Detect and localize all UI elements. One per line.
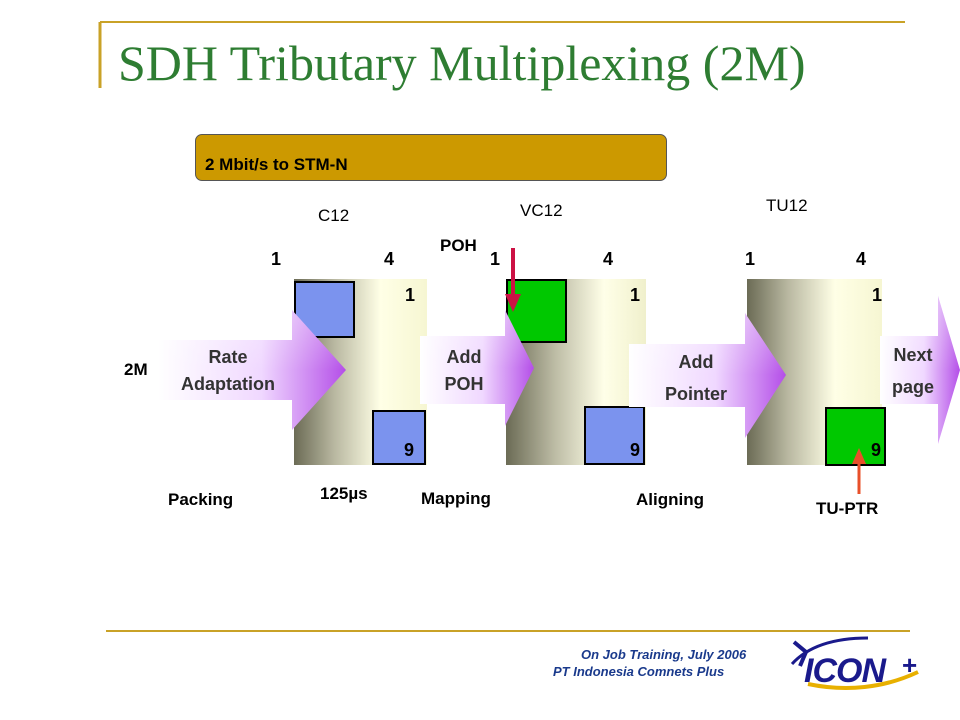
footer-line-2: PT Indonesia Comnets Plus xyxy=(553,664,725,679)
tu-ptr-pointer-arrow xyxy=(852,448,866,494)
tu12-row-9: 9 xyxy=(871,440,882,460)
tu12-col-1: 1 xyxy=(745,249,756,269)
add-poh-line-1: Add xyxy=(446,347,482,367)
c12-col-1: 1 xyxy=(271,249,282,269)
vc12-label: VC12 xyxy=(520,201,563,220)
rate-adaptation-arrow xyxy=(158,310,346,430)
rate-line-2: Adaptation xyxy=(181,374,275,394)
svg-text:ICON: ICON xyxy=(804,652,887,690)
mapping-label: Mapping xyxy=(421,489,491,508)
add-pointer-arrow xyxy=(629,313,786,438)
footer-line-1: On Job Training, July 2006 xyxy=(581,647,747,662)
next-page-text[interactable]: Next page xyxy=(878,339,948,403)
packing-label: Packing xyxy=(168,490,234,509)
banner: 2 Mbit/s to STM-N xyxy=(195,134,667,181)
c12-row-1: 1 xyxy=(405,285,416,305)
add-poh-line-2: POH xyxy=(444,374,484,394)
add-poh-text: Add POH xyxy=(424,344,504,398)
rate-adaptation-text: Rate Adaptation xyxy=(172,344,284,398)
tu-ptr-label: TU-PTR xyxy=(816,499,879,518)
vc12-col-1: 1 xyxy=(490,249,501,269)
vc12-row-9: 9 xyxy=(630,440,641,460)
add-pointer-text: Add Pointer xyxy=(640,346,752,410)
vc12-poh-block xyxy=(506,279,567,343)
c12-label: C12 xyxy=(318,206,350,225)
vc12-bottom-block xyxy=(584,406,645,465)
add-pointer-line-1: Add xyxy=(678,352,714,372)
vc12-col-4: 4 xyxy=(603,249,614,269)
poh-pointer-arrow xyxy=(505,248,521,312)
page-title: SDH Tributary Multiplexing (2M) xyxy=(118,35,806,91)
period-label: 125µs xyxy=(320,484,368,503)
next-page-arrow xyxy=(880,296,960,444)
tu12-label: TU12 xyxy=(766,196,808,215)
add-poh-arrow xyxy=(420,310,534,426)
company-logo: ICON + xyxy=(790,636,919,690)
input-2m-label: 2M xyxy=(124,360,148,379)
poh-label: POH xyxy=(440,236,477,255)
tu12-row-1: 1 xyxy=(872,285,883,305)
tu12-col-4: 4 xyxy=(856,249,867,269)
tu12-ptr-block xyxy=(825,407,886,466)
banner-label: 2 Mbit/s to STM-N xyxy=(205,155,348,174)
add-pointer-line-2: Pointer xyxy=(664,384,727,404)
rate-line-1: Rate xyxy=(208,347,248,367)
vc12-row-1: 1 xyxy=(630,285,641,305)
aligning-label: Aligning xyxy=(636,490,704,509)
c12-col-4: 4 xyxy=(384,249,395,269)
next-page-line-1: Next xyxy=(893,345,933,365)
next-page-line-2: page xyxy=(891,377,934,397)
c12-row-9: 9 xyxy=(404,440,415,460)
c12-bottom-block xyxy=(372,410,426,465)
